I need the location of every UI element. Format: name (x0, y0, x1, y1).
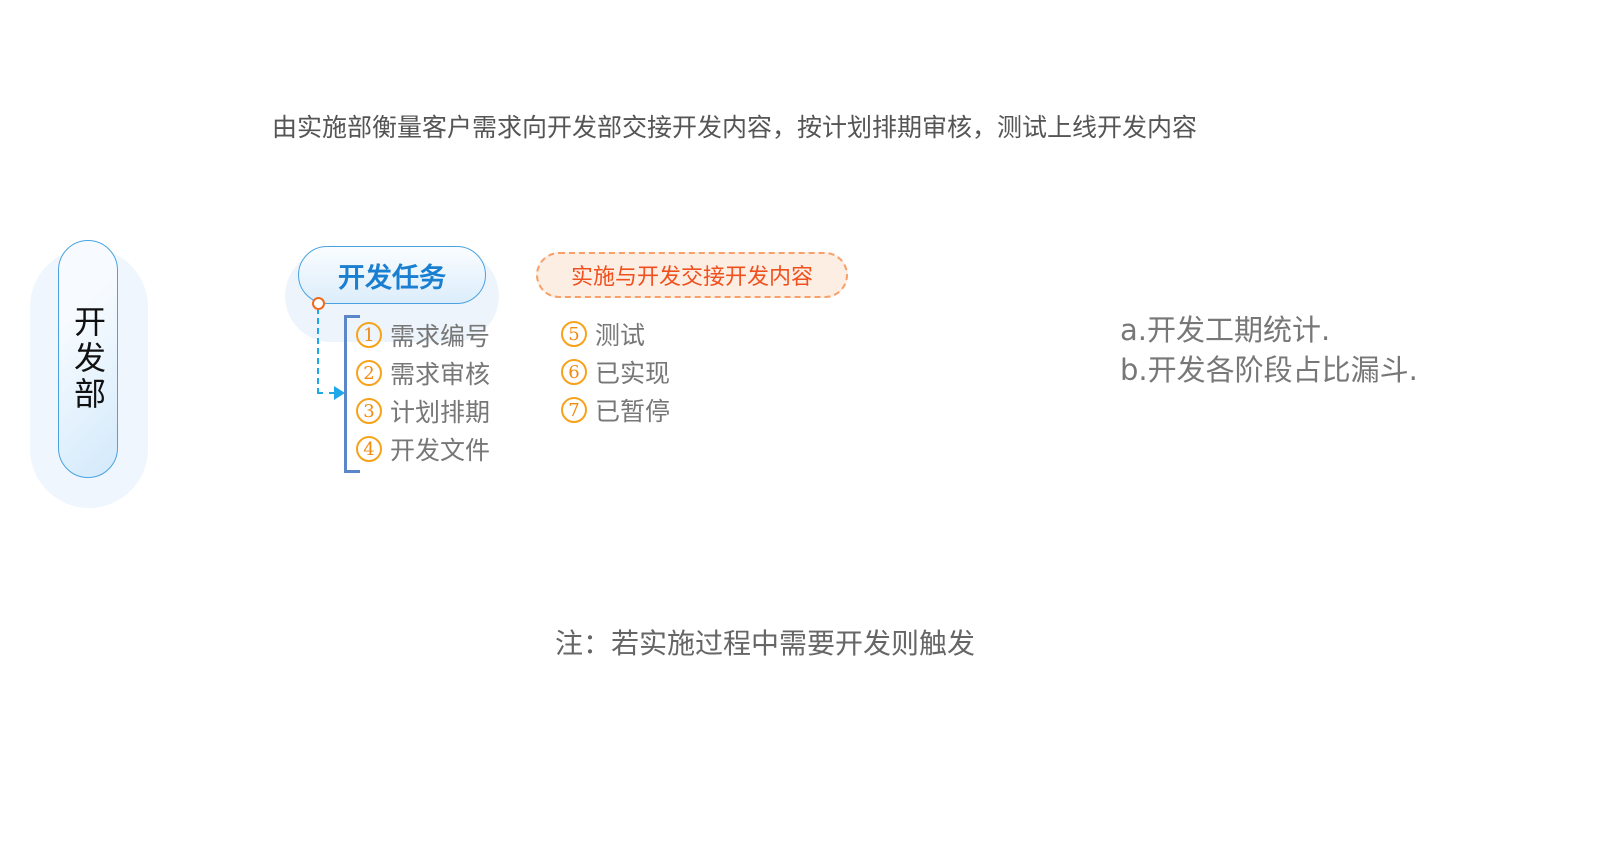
process-description: 由实施部衡量客户需求向开发部交接开发内容，按计划排期审核，测试上线开发内容 (272, 113, 1198, 142)
number-badge: 2 (356, 360, 382, 386)
step-list-left: 1 需求编号 2 需求审核 3 计划排期 4 开发文件 (356, 316, 490, 468)
step-item[interactable]: 6 已实现 (561, 353, 670, 391)
step-item[interactable]: 1 需求编号 (356, 316, 490, 354)
step-label: 计划排期 (390, 398, 491, 427)
connector-handle[interactable] (312, 297, 325, 310)
step-item[interactable]: 2 需求审核 (356, 354, 490, 392)
step-item[interactable]: 7 已暂停 (561, 391, 670, 429)
bracket-icon (344, 315, 360, 473)
number-badge: 3 (356, 398, 382, 424)
step-label: 开发文件 (390, 436, 491, 465)
step-item[interactable]: 5 测试 (561, 315, 670, 353)
step-list-right: 5 测试 6 已实现 7 已暂停 (561, 315, 670, 429)
step-label: 已暂停 (595, 397, 671, 426)
arrow-right-icon (334, 386, 345, 400)
handoff-node[interactable]: 实施与开发交接开发内容 (536, 252, 848, 298)
step-label: 需求审核 (390, 360, 491, 389)
stat-item: a.开发工期统计. (1120, 313, 1331, 347)
number-badge: 4 (356, 436, 382, 462)
step-label: 测试 (595, 321, 646, 350)
statistics-notes: a.开发工期统计. b.开发各阶段占比漏斗. (1120, 310, 1418, 390)
footnote: 注：若实施过程中需要开发则触发 (555, 627, 976, 660)
step-label: 已实现 (595, 359, 671, 388)
number-badge: 5 (561, 321, 587, 347)
task-node[interactable]: 开发任务 (298, 246, 486, 304)
step-item[interactable]: 3 计划排期 (356, 392, 490, 430)
stat-item: b.开发各阶段占比漏斗. (1120, 353, 1418, 387)
number-badge: 6 (561, 359, 587, 385)
number-badge: 1 (356, 322, 382, 348)
number-badge: 7 (561, 397, 587, 423)
department-node[interactable]: 开发部 (58, 240, 118, 478)
step-label: 需求编号 (390, 322, 491, 351)
step-item[interactable]: 4 开发文件 (356, 430, 490, 468)
connector-line (317, 392, 335, 394)
connector-line (317, 308, 319, 394)
department-label: 开发部 (69, 305, 107, 413)
